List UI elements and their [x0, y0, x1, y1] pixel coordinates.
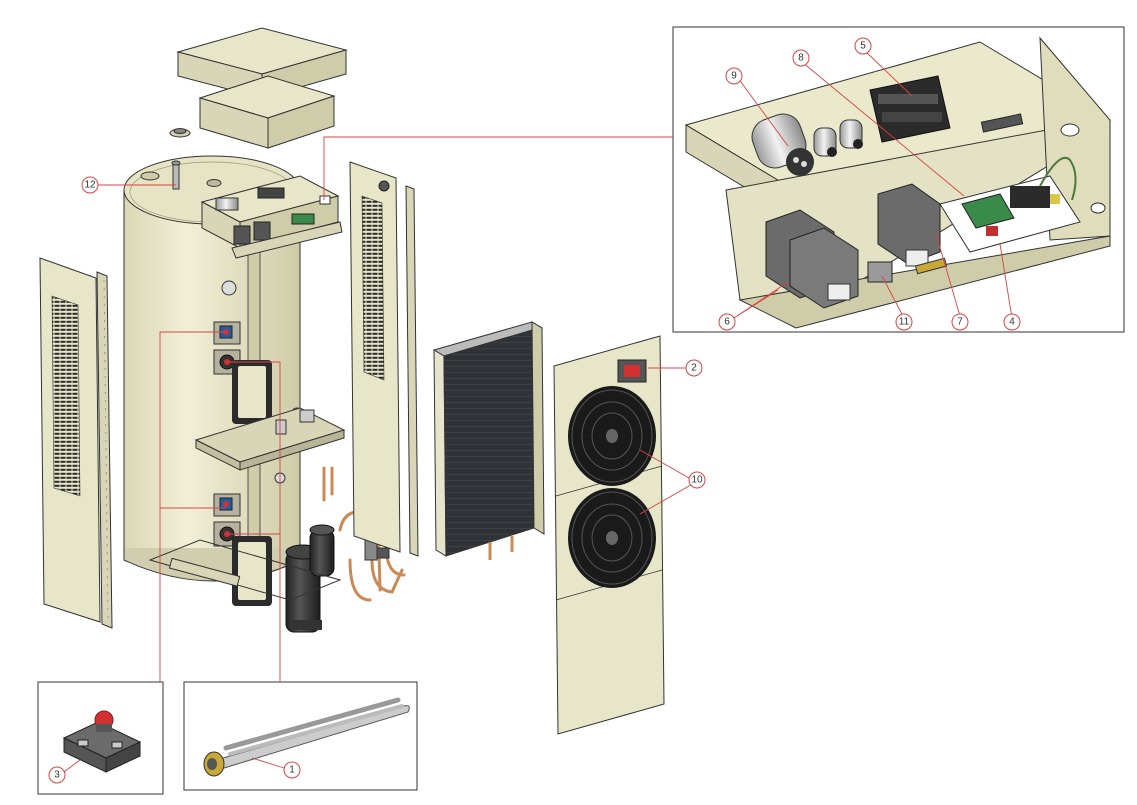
svg-text:3: 3 [54, 770, 60, 781]
inset-heating-element [203, 697, 410, 777]
leader-lines [63, 49, 1013, 773]
inset-capacitor-small [813, 119, 863, 157]
inset-contactor-left [765, 209, 859, 309]
leader-8 [801, 61, 965, 197]
leader-11 [881, 275, 905, 319]
callout-1: 1 [283, 761, 301, 779]
callout-12: 12 [81, 176, 99, 194]
display-panel [617, 359, 647, 383]
callout-2: 2 [685, 359, 703, 377]
upper-access-cover [232, 360, 272, 424]
evaporator-coil [432, 321, 545, 560]
inset-cable-clamp [980, 113, 1024, 133]
svg-text:5: 5 [860, 41, 866, 52]
inset-thermostat [62, 710, 142, 773]
svg-text:4: 4 [1009, 317, 1015, 328]
leader-4 [999, 243, 1013, 319]
lower-thermostat-port [213, 493, 241, 517]
fan-lower [568, 488, 656, 588]
callout-6: 6 [718, 313, 736, 331]
compressor [285, 524, 335, 633]
callouts: 12 9 8 5 6 11 7 4 2 10 3 1 [48, 37, 1021, 784]
callout-11: 11 [895, 313, 913, 331]
leader-7 [935, 233, 961, 317]
inset-din-rail [914, 257, 948, 275]
inset-capacitor-large [751, 113, 814, 176]
pipe-grommet [169, 128, 191, 138]
top-cover-box [198, 75, 336, 149]
leader-3-upper [159, 331, 226, 682]
callout-9: 9 [725, 67, 743, 85]
leader-9 [737, 77, 789, 147]
leader-3-inset [63, 759, 81, 773]
right-side-panel [349, 161, 401, 553]
compressor-shelf [194, 407, 346, 471]
callout-7: 7 [951, 313, 969, 331]
base-frame [148, 539, 342, 601]
callout-10: 10 [688, 471, 706, 489]
leader-1-inset [251, 757, 285, 769]
svg-text:2: 2 [691, 363, 697, 374]
inset-contactor-right [877, 183, 941, 267]
inset-control-pcb [939, 156, 1081, 253]
svg-text:6: 6 [724, 317, 730, 328]
callout-3: 3 [48, 766, 66, 784]
inset-relay-small [867, 261, 893, 283]
leader-1-upper [227, 361, 281, 682]
right-panel-rail [405, 185, 419, 557]
lower-access-cover [232, 536, 272, 606]
inset-terminal-block [869, 75, 951, 143]
callout-5: 5 [854, 37, 872, 55]
fan-upper [568, 386, 656, 486]
svg-text:8: 8 [798, 53, 804, 64]
leader-5 [863, 49, 913, 97]
svg-text:9: 9 [731, 71, 737, 82]
leader-inset [323, 136, 673, 200]
callout-4: 4 [1003, 313, 1021, 331]
tank-bracket [231, 221, 343, 259]
upper-thermostat-port [213, 321, 241, 345]
callout-8: 8 [792, 49, 810, 67]
left-side-panel [39, 257, 101, 623]
svg-text:12: 12 [84, 180, 96, 191]
svg-text:1: 1 [289, 765, 295, 776]
svg-text:10: 10 [691, 475, 703, 486]
svg-text:7: 7 [957, 317, 963, 328]
tank-control-box [200, 175, 340, 249]
left-panel-rail [96, 271, 113, 629]
svg-text:11: 11 [899, 317, 910, 328]
